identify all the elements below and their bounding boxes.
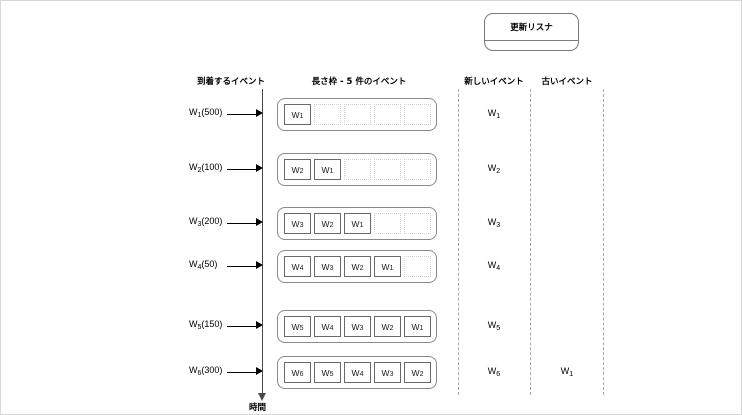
window-slot-empty — [404, 104, 431, 125]
lane-separator-left — [458, 89, 459, 395]
new-event-3: W3 — [487, 217, 501, 229]
window-slot-empty — [314, 104, 341, 125]
arrival-label-5: W5(150) — [189, 319, 223, 331]
arrival-arrow-line-1 — [227, 114, 257, 115]
window-slot-empty — [344, 159, 371, 180]
header-length-window: 長さ枠 - 5 件のイベント — [311, 77, 407, 87]
arrival-arrow-line-5 — [227, 326, 257, 327]
window-slot-empty — [374, 159, 401, 180]
window-slot-empty — [374, 104, 401, 125]
new-event-6: W6 — [487, 366, 501, 378]
new-event-4: W4 — [487, 260, 501, 272]
window-slot-empty — [404, 159, 431, 180]
window-slot-empty — [344, 104, 371, 125]
lane-separator-middle — [530, 89, 531, 395]
timeline-arrowhead — [258, 393, 266, 401]
header-new-events: 新しいイベント — [464, 77, 524, 87]
arrival-arrow-line-3 — [227, 223, 257, 224]
window-slot-empty — [404, 256, 431, 277]
lane-separator-right — [603, 89, 604, 395]
timeline-axis — [262, 89, 263, 395]
new-event-2: W2 — [487, 163, 501, 175]
arrival-arrow-line-2 — [227, 169, 257, 170]
arrival-arrowhead-2 — [256, 164, 263, 172]
header-old-events: 古いイベント — [541, 77, 593, 87]
update-listener-title: 更新リスナ — [510, 23, 553, 33]
arrival-label-3: W3(200) — [189, 216, 223, 228]
arrival-event-5: W5(150) — [189, 319, 263, 333]
timeline-caption: 時間 — [249, 403, 267, 413]
arrival-label-6: W6(300) — [189, 365, 223, 377]
header-arriving-events: 到着するイベント — [196, 77, 265, 87]
arrival-arrow-line-6 — [227, 372, 257, 373]
arrival-label-2: W2(100) — [189, 162, 223, 174]
arrival-arrowhead-6 — [256, 367, 263, 375]
old-event-6: W1 — [560, 366, 574, 378]
new-event-1: W1 — [487, 108, 501, 120]
arrival-label-1: W1(500) — [189, 107, 223, 119]
arrival-arrowhead-5 — [256, 321, 263, 329]
arrival-label-4: W4(50) — [189, 259, 218, 271]
arrival-event-3: W3(200) — [189, 216, 263, 230]
new-event-5: W5 — [487, 320, 501, 332]
update-listener-box: 更新リスナ — [484, 13, 579, 51]
arrival-event-6: W6(300) — [189, 365, 263, 379]
window-slot-empty — [374, 213, 401, 234]
arrival-event-4: W4(50) — [189, 259, 263, 273]
update-listener-divider — [485, 40, 578, 41]
arrival-arrowhead-3 — [256, 218, 263, 226]
arrival-arrow-line-4 — [227, 266, 257, 267]
arrival-arrowhead-4 — [256, 261, 263, 269]
arrival-event-2: W2(100) — [189, 162, 263, 176]
arrival-arrowhead-1 — [256, 109, 263, 117]
window-slot-empty — [404, 213, 431, 234]
arrival-event-1: W1(500) — [189, 107, 263, 121]
